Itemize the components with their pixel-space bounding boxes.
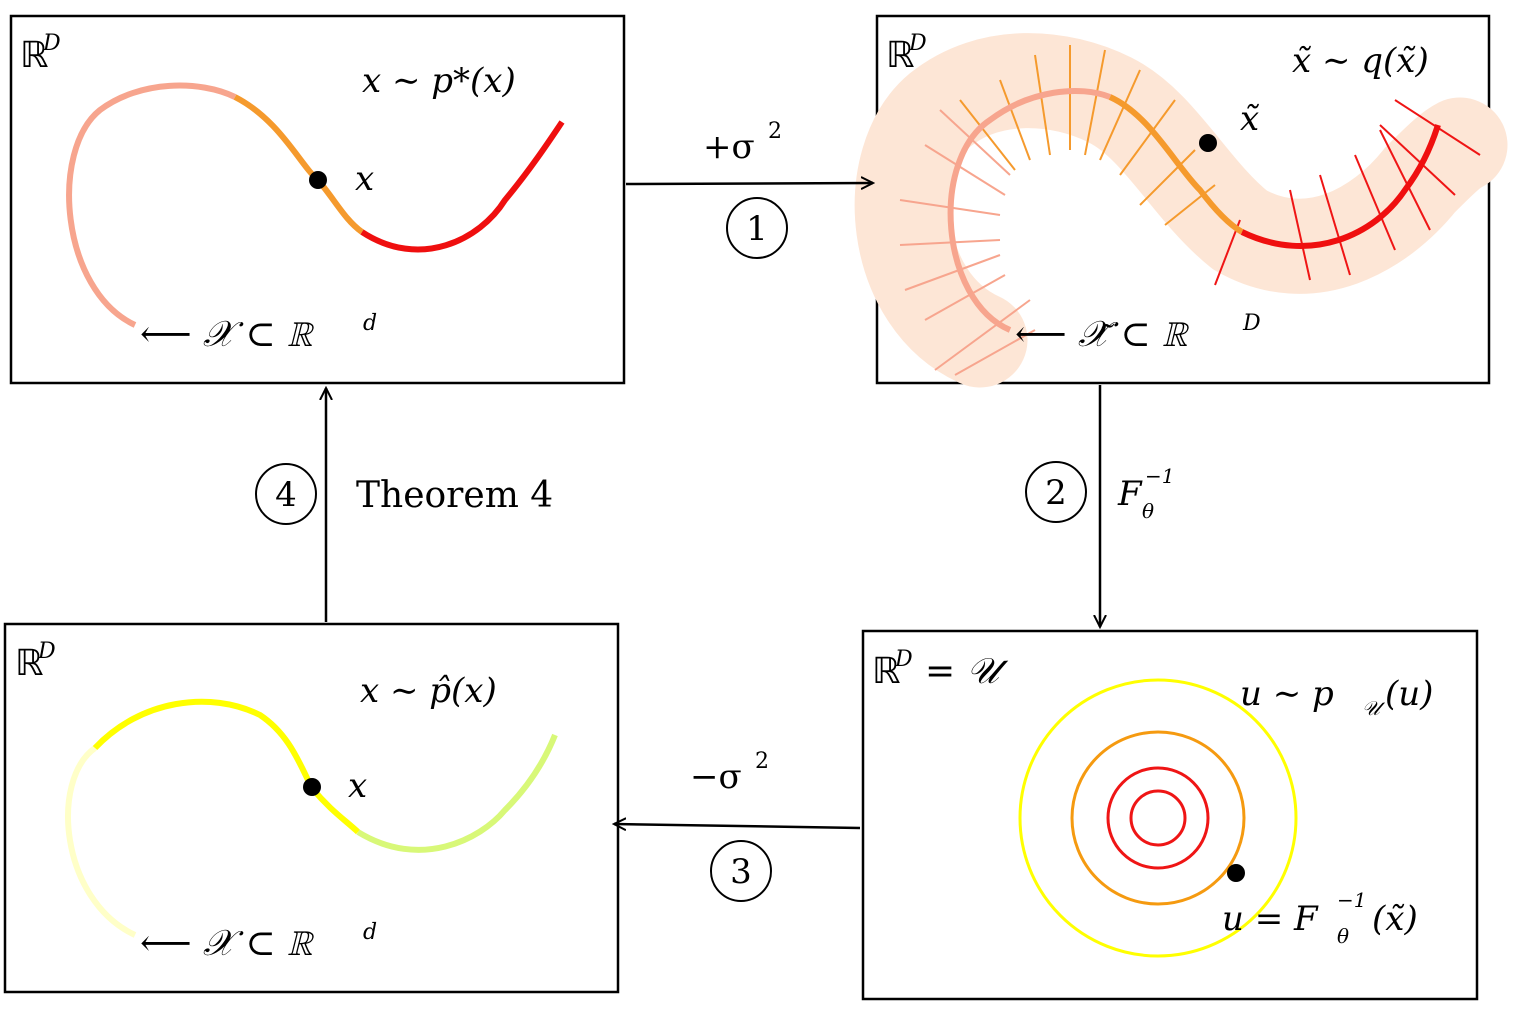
arrow-left xyxy=(614,824,861,828)
step-2-inverse-flow: 2 F θ −1 xyxy=(1025,385,1174,627)
point-label: x̃ xyxy=(1240,99,1260,139)
latent-point-sub: θ xyxy=(1337,924,1349,948)
step-4-theorem: 4 Theorem 4 xyxy=(255,388,553,622)
distribution-tail: (u) xyxy=(1385,674,1433,714)
panel-latent-space: ℝ D = 𝒰 u ∼ p 𝒰 (u) u = F θ −1 (x̃) xyxy=(861,629,1479,1001)
distribution-label: x̃ ∼ q(x̃) xyxy=(1292,41,1429,81)
noisy-sample-point xyxy=(1199,134,1217,152)
noise-arrows-red xyxy=(1214,99,1481,286)
latent-sample-point xyxy=(1227,864,1245,882)
step-label: Theorem 4 xyxy=(356,475,553,516)
manifold-label: ⟵ 𝒳 ⊂ ℝ xyxy=(140,923,315,964)
step-number-circle xyxy=(255,463,317,525)
step-sup: −1 xyxy=(1145,464,1174,488)
step-label: −σ xyxy=(690,757,742,797)
space-sup: D xyxy=(908,31,927,56)
manifold-curve-segment xyxy=(360,120,565,253)
sample-point xyxy=(309,171,327,189)
manifold-sup: d xyxy=(363,920,377,945)
latent-point-sup: −1 xyxy=(1337,888,1366,912)
manifold-curve-segment xyxy=(92,698,361,835)
density-ring xyxy=(1070,730,1246,906)
manifold-curve-segment xyxy=(1108,94,1244,235)
sample-point xyxy=(303,778,321,796)
space-label: ℝ xyxy=(872,651,901,692)
manifold-curve-segment xyxy=(1240,124,1441,249)
manifold-curve-segment xyxy=(947,87,1112,333)
step-number-circle xyxy=(1025,461,1087,523)
step-1-add-noise: +σ 2 1 xyxy=(625,119,873,259)
step-sup: 2 xyxy=(768,119,782,144)
step-label: F xyxy=(1117,474,1143,514)
density-ring xyxy=(1106,766,1210,870)
noise-arrows-salmon xyxy=(899,109,1036,376)
latent-point-label: u = F xyxy=(1222,899,1319,939)
manifold-sup: D xyxy=(1242,311,1261,336)
step-sup: 2 xyxy=(755,749,769,774)
arrow-right xyxy=(625,183,873,184)
step-number-circle xyxy=(710,840,772,902)
panel-data-manifold: ℝ D x x ∼ p*(x) ⟵ 𝒳 ⊂ ℝ d xyxy=(9,14,626,385)
space-sup: D xyxy=(37,639,56,664)
latent-point-tail: (x̃) xyxy=(1372,899,1418,939)
panel-reconstructed: ℝ D x x ∼ p̂(x) ⟵ 𝒳 ⊂ ℝ d xyxy=(3,622,620,994)
step-3-remove-noise: −σ 2 3 xyxy=(614,749,861,902)
space-label: ℝ xyxy=(20,35,49,76)
step-number: 1 xyxy=(746,209,768,249)
noise-arrows-orange xyxy=(959,45,1216,226)
space-label: ℝ xyxy=(886,35,915,76)
panel-noisy-data: ℝ D x̃ x̃ ∼ q(x̃) ⟵ 𝒳̃ ⊂ ℝ D xyxy=(854,14,1508,388)
manifold-curve-segment xyxy=(65,745,137,938)
step-number: 2 xyxy=(1045,473,1067,513)
density-ring xyxy=(1018,678,1298,958)
space-label: ℝ xyxy=(15,643,44,684)
space-sup: D xyxy=(42,31,61,56)
step-label: +σ xyxy=(703,127,755,167)
step-sub: θ xyxy=(1142,499,1154,523)
manifold-label: ⟵ 𝒳̃ ⊂ ℝ xyxy=(1015,314,1190,355)
manifold-sup: d xyxy=(363,311,377,336)
point-label: x xyxy=(348,766,367,806)
distribution-sub: 𝒰 xyxy=(1362,696,1386,720)
distribution-label: x ∼ p*(x) xyxy=(362,61,516,101)
manifold-curve-segment xyxy=(66,82,237,328)
distribution-label: u ∼ p xyxy=(1240,674,1334,714)
step-number-circle xyxy=(726,197,788,259)
manifold-curve-segment xyxy=(356,733,558,853)
distribution-label: x ∼ p̂(x) xyxy=(360,671,497,711)
manifold-curve-segment xyxy=(233,94,364,235)
point-label: x xyxy=(355,159,374,199)
step-number: 3 xyxy=(730,852,752,892)
density-ring xyxy=(1129,789,1187,847)
step-number: 4 xyxy=(275,475,297,515)
space-sup: D xyxy=(894,647,913,672)
manifold-label: ⟵ 𝒳 ⊂ ℝ xyxy=(140,314,315,355)
space-equation: = 𝒰 xyxy=(925,651,1009,692)
